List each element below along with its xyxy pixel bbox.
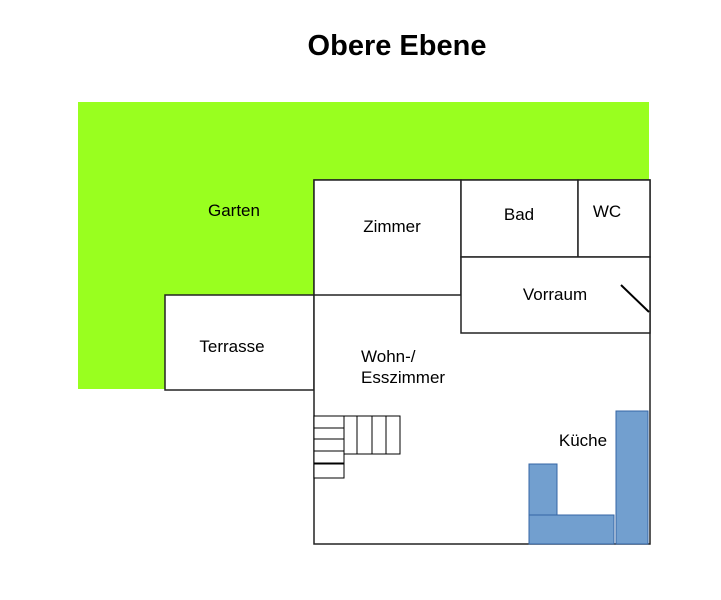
room-vorraum [460,256,651,334]
label-kueche: Küche [559,431,607,450]
door-swing-line [620,284,650,313]
kitchen-counters [528,410,649,545]
label-wc: WC [593,202,621,221]
label-zimmer: Zimmer [363,217,421,236]
room-zimmer [313,179,462,296]
label-garten: Garten [208,201,260,220]
label-vorraum: Vorraum [523,285,587,304]
room-wc [577,179,651,258]
garden-area [78,102,649,389]
label-wohn-line1: Wohn-/ [361,347,416,366]
label-terrasse: Terrasse [199,337,264,356]
staircase [313,415,401,479]
label-bad: Bad [504,205,534,224]
label-wohn-line2: Esszimmer [361,368,445,387]
plan-title: Obere Ebene [308,30,487,62]
room-terrasse [164,294,315,391]
